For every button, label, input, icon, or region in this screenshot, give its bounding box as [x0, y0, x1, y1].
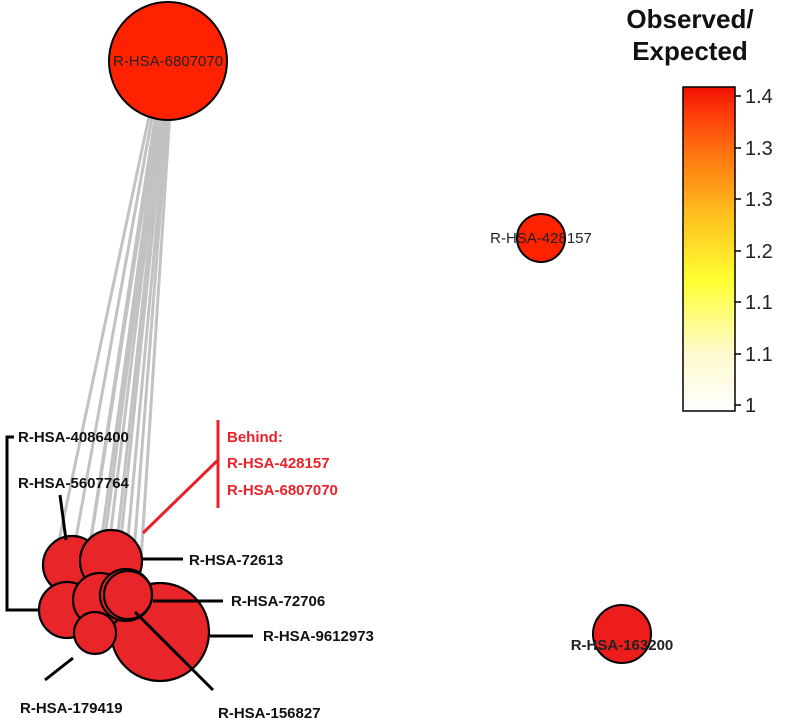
- edge: [56, 111, 152, 546]
- label-5607764: R-HSA-5607764: [18, 475, 130, 492]
- edge: [124, 111, 169, 561]
- behind-leader: [141, 420, 220, 535]
- edge: [138, 111, 172, 576]
- node-label: R-HSA-6807070: [113, 53, 223, 70]
- legend-title-line2: Expected: [632, 36, 748, 66]
- legend-gradient-bar: [682, 86, 736, 412]
- node-label: R-HSA-428157: [490, 230, 592, 247]
- legend-tick-label: 1.1: [745, 292, 773, 314]
- leader-179419: [44, 656, 74, 682]
- edge-bundle: [56, 111, 172, 621]
- edge: [118, 111, 167, 549]
- node-163200-circle[interactable]: [592, 604, 652, 664]
- cluster-node-156827[interactable]: [102, 569, 154, 621]
- label-179419: R-HSA-179419: [20, 700, 123, 717]
- legend-tick-label: 1.2: [745, 241, 773, 263]
- legend-title-line1: Observed/: [626, 4, 753, 34]
- legend-tick-label: 1.1: [745, 344, 773, 366]
- edge: [102, 111, 163, 546]
- cluster-node-179419[interactable]: [72, 610, 118, 656]
- edge: [70, 111, 155, 561]
- edge: [94, 111, 161, 581]
- node-428157[interactable]: R-HSA-428157: [490, 213, 592, 263]
- label-72613: R-HSA-72613: [189, 552, 283, 569]
- node-428157-circle[interactable]: [516, 213, 566, 263]
- annotation-labels: R-HSA-4086400 R-HSA-5607764 R-HSA-72613 …: [18, 429, 374, 721]
- behind-pointer: [141, 458, 220, 535]
- legend-tick-label: 1.3: [745, 138, 773, 160]
- behind-title: Behind:: [227, 429, 283, 446]
- legend-tick-label: 1: [745, 395, 756, 417]
- leader-156827: [133, 610, 215, 692]
- color-legend: Observed/ Expected 1.4 1.3 1.3 1.2 1.1 1…: [626, 4, 772, 417]
- node-label: R-HSA-163200: [571, 637, 674, 654]
- label-4086400: R-HSA-4086400: [18, 429, 129, 446]
- label-156827: R-HSA-156827: [218, 705, 321, 721]
- label-72706: R-HSA-72706: [231, 593, 325, 610]
- legend-tick-label: 1.4: [745, 86, 773, 108]
- node-6807070-circle[interactable]: [108, 1, 228, 121]
- label-9612973: R-HSA-9612973: [263, 628, 374, 645]
- leader-4086400: [5, 435, 40, 612]
- behind-item-428157: R-HSA-428157: [227, 455, 330, 472]
- behind-item-6807070: R-HSA-6807070: [227, 482, 338, 499]
- edge: [132, 111, 170, 553]
- annotation-leaders: [5, 435, 253, 692]
- node-cluster: [37, 528, 211, 683]
- legend-ticks: [735, 95, 741, 406]
- edge: [78, 111, 160, 611]
- leader-5607764: [58, 494, 68, 541]
- edge: [110, 111, 165, 591]
- legend-tick-label: 1.3: [745, 189, 773, 211]
- node-6807070[interactable]: R-HSA-6807070: [108, 1, 228, 121]
- node-163200[interactable]: R-HSA-163200: [571, 604, 674, 664]
